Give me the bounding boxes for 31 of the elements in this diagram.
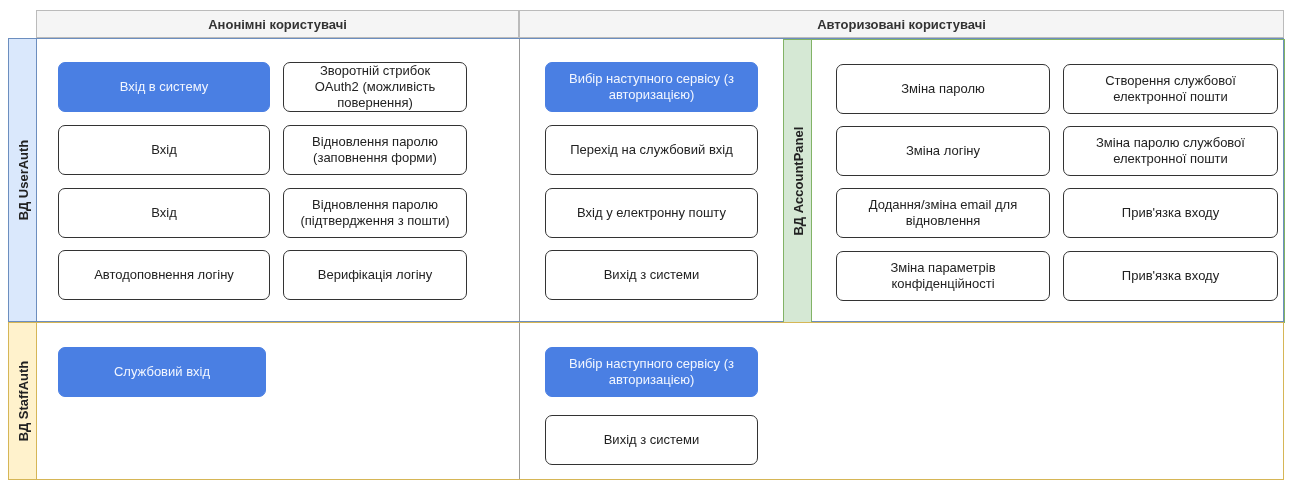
feature-box: Зміна логіну: [836, 126, 1050, 176]
lane-label: ВД UserAuth: [15, 139, 30, 221]
feature-box: Вхід: [58, 188, 270, 238]
feature-box: Зворотній стрибок OAuth2 (можливість повернення): [283, 62, 467, 112]
feature-box: Додання/зміна email для відновлення: [836, 188, 1050, 238]
feature-box: Вхід в систему: [58, 62, 270, 112]
feature-box: Вхід: [58, 125, 270, 175]
feature-box: Відновлення паролю (підтвердження з пошти): [283, 188, 467, 238]
feature-box: Перехід на службовий вхід: [545, 125, 758, 175]
column-header: Авторизовані користувачі: [519, 10, 1284, 38]
lane-label: ВД StaffAuth: [15, 360, 30, 442]
feature-box: Службовий вхід: [58, 347, 266, 397]
feature-box: Прив'язка входу: [1063, 251, 1278, 301]
feature-box: Вихід з системи: [545, 250, 758, 300]
feature-box: Створення службової електронної пошти: [1063, 64, 1278, 114]
feature-box: Вибір наступного сервісу (з авторизацією): [545, 62, 758, 112]
column-header: Анонімні користувачі: [36, 10, 519, 38]
feature-box: Прив'язка входу: [1063, 188, 1278, 238]
feature-box: Зміна паролю: [836, 64, 1050, 114]
feature-box: Зміна параметрів конфіденційності: [836, 251, 1050, 301]
swimlane: [8, 38, 1284, 322]
feature-box: Верифікація логіну: [283, 250, 467, 300]
feature-box: Зміна паролю службової електронної пошти: [1063, 126, 1278, 176]
feature-box: Відновлення паролю (заповнення форми): [283, 125, 467, 175]
swimlane: [8, 322, 1284, 480]
swimlane: [783, 39, 1285, 323]
feature-box: Автодоповнення логіну: [58, 250, 270, 300]
lane-label: ВД AccountPanel: [790, 126, 805, 236]
feature-box: Вибір наступного сервісу (з авторизацією): [545, 347, 758, 397]
feature-box: Вхід у електронну пошту: [545, 188, 758, 238]
feature-box: Вихід з системи: [545, 415, 758, 465]
